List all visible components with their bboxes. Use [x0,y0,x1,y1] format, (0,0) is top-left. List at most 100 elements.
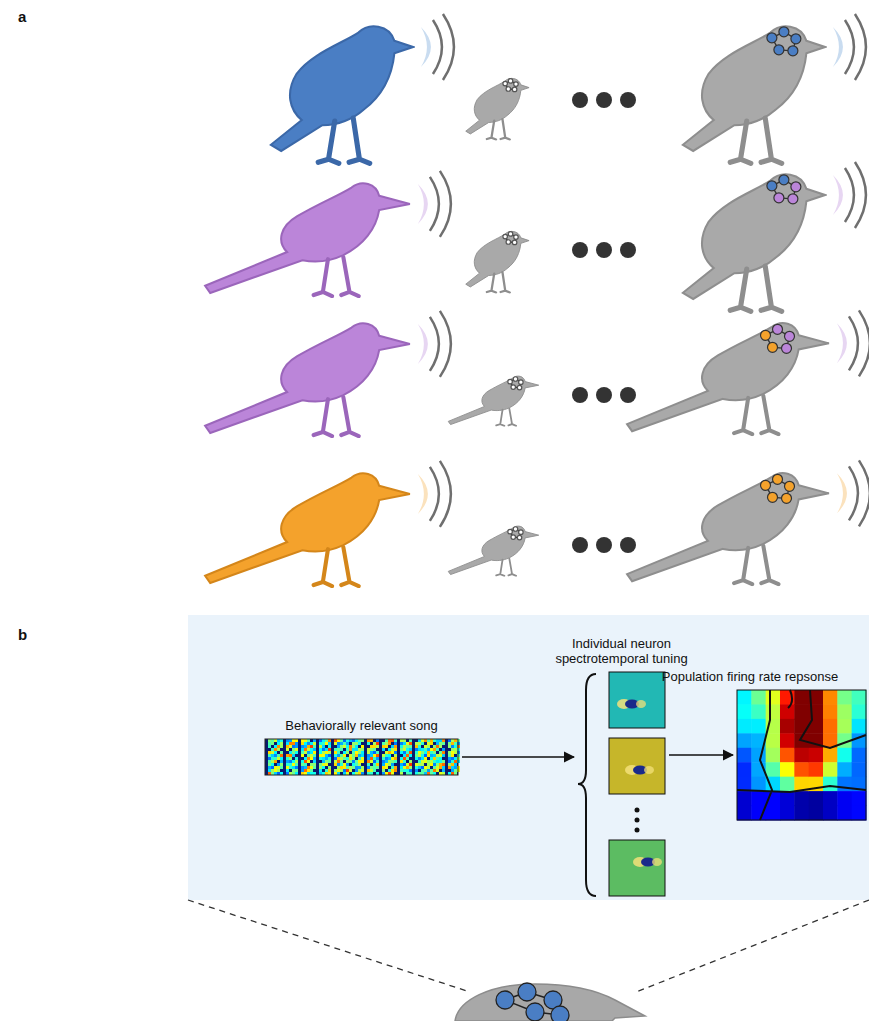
spectrogram-cell [418,766,421,769]
spectrogram-cell [346,757,349,760]
spectrogram-cell [403,745,406,748]
spectrogram-cell [394,742,397,745]
spectrogram-cell [436,760,439,763]
spectrogram-cell [382,745,385,748]
spectrogram-cell [286,748,289,751]
tuning-square [609,672,665,728]
spectrogram-cell [388,751,391,754]
bird-silhouette [205,473,410,586]
spectrogram-cell [367,751,370,754]
network-neuron [779,27,789,37]
spectrogram-cell [373,742,376,745]
spectrogram-cell [442,742,445,745]
heatmap-cell [766,762,781,777]
spectrogram-cell [391,760,394,763]
spectrogram-cell [310,769,313,772]
tuning-filters [609,672,665,896]
figure-panel: Population firing rate repsonse [737,690,866,820]
spectrogram-cell [391,748,394,751]
sound-wave [421,14,454,80]
heatmap-cell [780,719,795,734]
spectrogram-cell [430,748,433,751]
spectrogram-cell [310,745,313,748]
spectrogram-cell [286,760,289,763]
heatmap-cell [780,777,795,792]
spectrogram-cell [382,742,385,745]
spectrogram-cell [439,760,442,763]
network-neuron [779,175,789,185]
spectrogram-cell [451,763,454,766]
spectrogram-cell [415,745,418,748]
spectrogram-cell [307,757,310,760]
spectrogram-cell [319,763,322,766]
spectrogram-cell [424,760,427,763]
spectrogram-cell [433,763,436,766]
spectrogram-cell [268,742,271,745]
spectrogram-cell [286,757,289,760]
spectrogram-cell [448,760,451,763]
spectrogram-cell [295,751,298,754]
spectrogram-cell [310,763,313,766]
spectrogram-cell [418,748,421,751]
spectrogram-cell [346,769,349,772]
spectrogram-cell [307,745,310,748]
heatmap-cell [780,733,795,748]
spectrogram-cell [358,766,361,769]
spectrogram-cell [334,742,337,745]
network-neuron [518,983,536,1001]
spectrogram-cell [454,769,457,772]
tuning-square [609,738,665,794]
spectrogram-cell [421,769,424,772]
spectrogram-cell [442,769,445,772]
spectrogram-cell [403,766,406,769]
spectrogram-cell [268,763,271,766]
spectrogram-cell [301,748,304,751]
spectrogram-cell [403,754,406,757]
spectrogram-cell [295,757,298,760]
filter-lobe [636,700,646,708]
heatmap-cell [751,719,766,734]
spectrogram-cell [340,748,343,751]
spectrogram-cell [361,748,364,751]
spectrogram-cell [289,742,292,745]
network-neuron [512,87,517,92]
spectrogram-cell [292,763,295,766]
spectrogram-cell [358,760,361,763]
spectrogram-cell [277,766,280,769]
spectrogram-cell [427,745,430,748]
heatmap-cell [837,777,852,792]
spectrogram-cell [319,745,322,748]
ellipsis-dot [635,828,640,833]
heatmap-cell [794,762,809,777]
spectrogram-cell [388,748,391,751]
spectrogram-cell [277,763,280,766]
spectrogram-cell [346,763,349,766]
spectrogram-cell [346,751,349,754]
spectrogram-cell [343,769,346,772]
spectrogram-cell [373,748,376,751]
spectrogram-cell [388,742,391,745]
spectrogram-cell [418,760,421,763]
sound-wave [418,171,451,237]
spectrogram-cell [346,760,349,763]
bird-silhouette [627,323,829,434]
spectrogram-cell [325,760,328,763]
spectrogram-cell [421,757,424,760]
spectrogram-cell [409,763,412,766]
network-neuron [512,240,517,245]
spectrogram-cell [406,751,409,754]
spectrogram-cell [343,751,346,754]
ellipsis-dot [572,92,588,108]
spectrogram-cell [319,769,322,772]
spectrogram-cell [280,754,283,757]
spectrogram-cell [343,757,346,760]
spectrogram-cell [382,763,385,766]
spectrogram-cell [400,769,403,772]
spectrogram-cell [421,748,424,751]
bird-silhouette [205,183,410,296]
spectrogram-cell [439,766,442,769]
spectrogram-cell [355,763,358,766]
sound-wave [418,461,451,527]
spectrogram-cell [295,769,298,772]
spectrogram-cell [319,754,322,757]
